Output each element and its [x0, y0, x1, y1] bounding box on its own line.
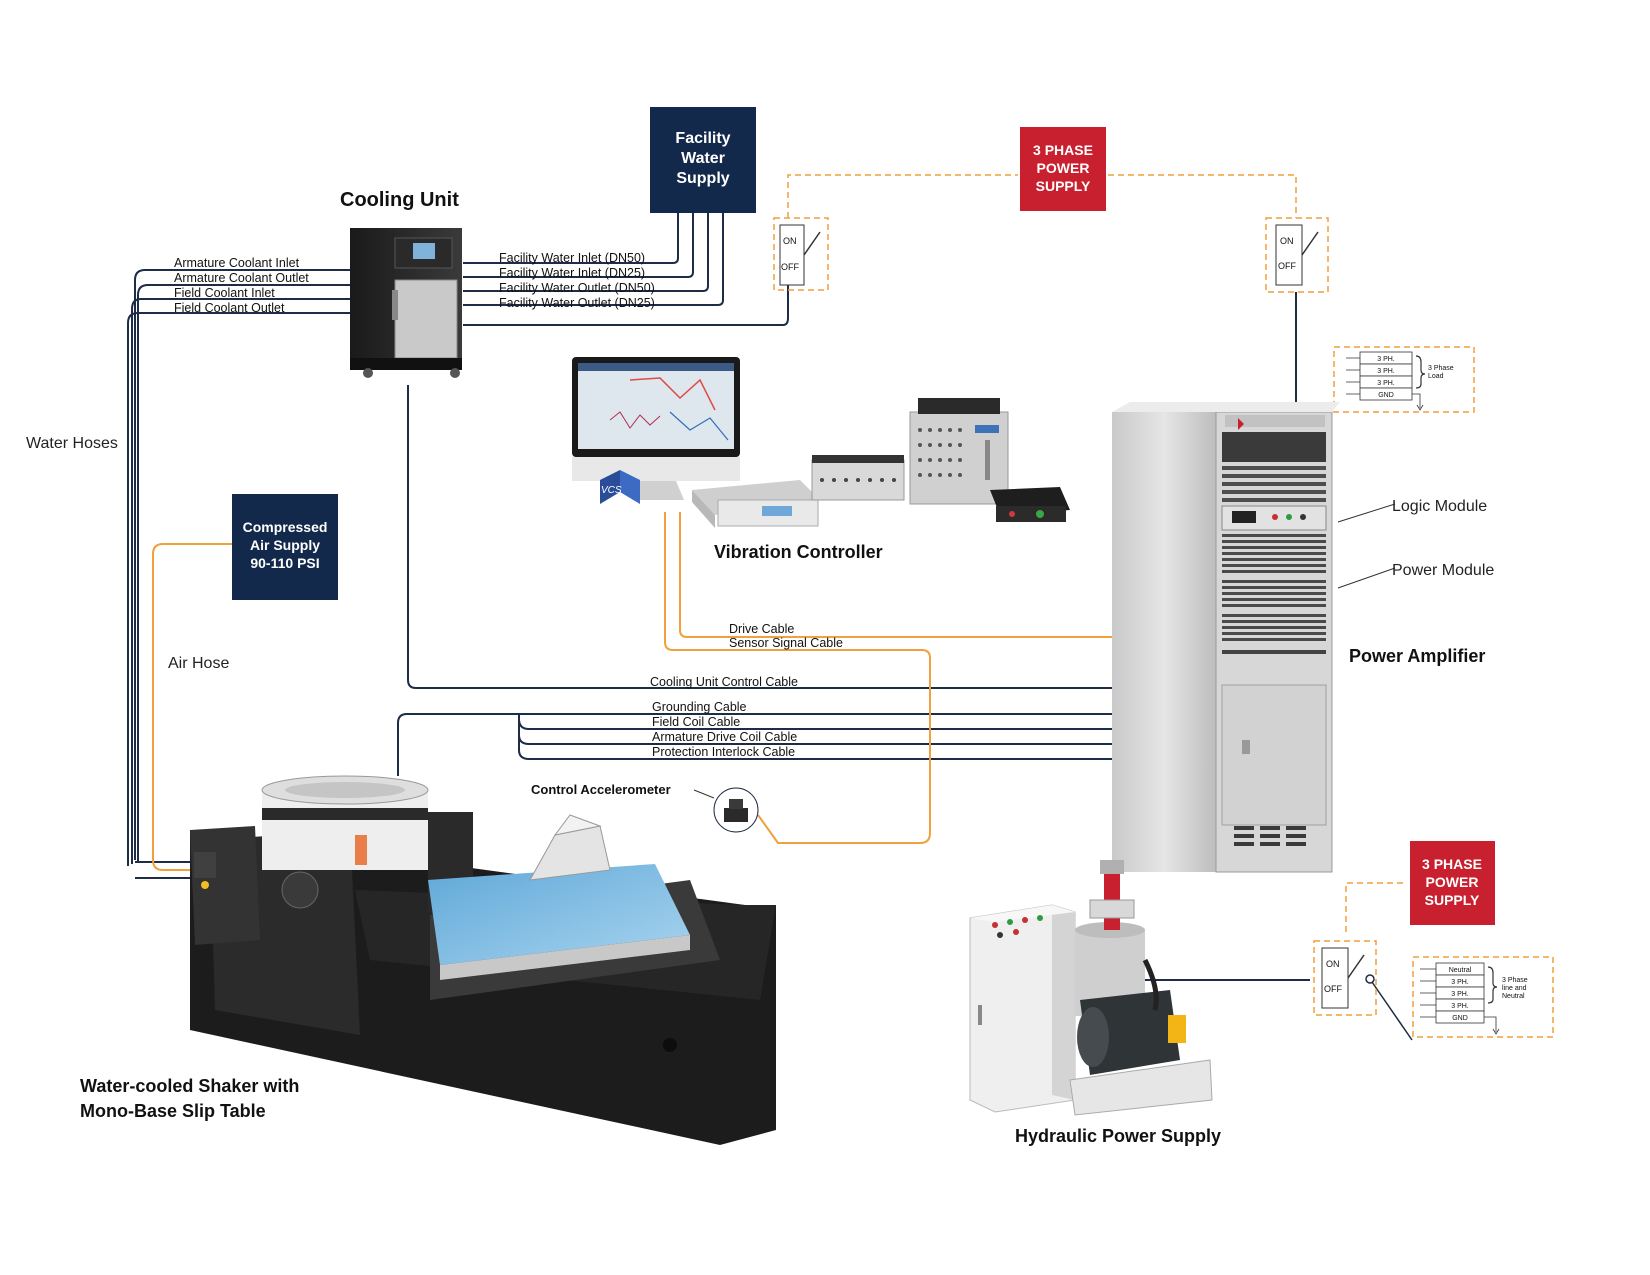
svg-text:3 PH.: 3 PH. [1451, 1003, 1469, 1010]
svg-text:Facility Water Outlet (DN50): Facility Water Outlet (DN50) [499, 281, 655, 295]
svg-text:VCS: VCS [601, 485, 622, 496]
svg-text:Neutral: Neutral [1449, 967, 1472, 974]
svg-text:SUPPLY: SUPPLY [1036, 178, 1091, 194]
svg-text:Water: Water [681, 150, 725, 167]
air-hose-label: Air Hose [168, 655, 229, 672]
cooling-control-cable [407, 385, 1112, 689]
shaker-title-line1: Water-cooled Shaker with [80, 1076, 299, 1096]
svg-text:3 Phase: 3 Phase [1502, 977, 1528, 984]
hydraulic-title: Hydraulic Power Supply [1015, 1126, 1221, 1146]
facility-water-supply-box: Facility Water Supply [650, 107, 756, 213]
facility-line-labels: Facility Water Inlet (DN50) Facility Wat… [499, 251, 655, 310]
svg-text:POWER: POWER [1037, 160, 1090, 176]
control-accelerometer [693, 787, 759, 833]
svg-text:Load: Load [1428, 373, 1444, 380]
power-module-label: Power Module [1392, 562, 1494, 579]
svg-text:3 PH.: 3 PH. [1377, 380, 1395, 387]
svg-text:Armature Coolant Outlet: Armature Coolant Outlet [174, 271, 309, 285]
three-phase-load-top: 3 PH. 3 PH. 3 PH. GND 3 Phase Load [1346, 351, 1454, 411]
svg-text:ON: ON [1280, 236, 1294, 246]
control-accelerometer-label: Control Accelerometer [531, 782, 671, 797]
svg-text:Neutral: Neutral [1502, 993, 1525, 1000]
svg-text:3 Phase: 3 Phase [1428, 365, 1454, 372]
svg-text:ON: ON [1326, 959, 1340, 969]
vibration-controller-hardware [692, 398, 1070, 528]
svg-text:Armature Drive Coil Cable: Armature Drive Coil Cable [652, 730, 797, 744]
power-amplifier-title: Power Amplifier [1349, 646, 1485, 666]
svg-text:3 PHASE: 3 PHASE [1422, 856, 1482, 872]
cable-labels: Drive Cable Sensor Signal Cable Cooling … [650, 622, 843, 759]
vibration-controller-title: Vibration Controller [714, 542, 883, 562]
water-cooled-shaker [190, 775, 776, 1145]
svg-text:3 PHASE: 3 PHASE [1033, 142, 1093, 158]
switch-top-left[interactable]: ON OFF [779, 224, 821, 286]
svg-text:3 PH.: 3 PH. [1377, 356, 1395, 363]
svg-text:Protection Interlock Cable: Protection Interlock Cable [652, 745, 795, 759]
shaker-title-line2: Mono-Base Slip Table [80, 1101, 266, 1121]
logic-module-leader [1337, 503, 1396, 523]
svg-text:SUPPLY: SUPPLY [1425, 892, 1480, 908]
power-amplifier [1112, 402, 1340, 873]
svg-text:Drive Cable: Drive Cable [729, 622, 794, 636]
three-phase-power-supply-top: 3 PHASE POWER SUPPLY [1020, 127, 1106, 211]
coolant-line-labels: Armature Coolant Inlet Armature Coolant … [174, 256, 309, 315]
shaker-cables [397, 713, 1112, 776]
svg-text:OFF: OFF [1278, 261, 1296, 271]
svg-text:Field Coolant Inlet: Field Coolant Inlet [174, 286, 275, 300]
compressed-air-supply-box: Compressed Air Supply 90-110 PSI [232, 494, 338, 600]
svg-text:OFF: OFF [1324, 984, 1342, 994]
vcs-logo: VCS [600, 470, 640, 504]
svg-text:GND: GND [1452, 1015, 1468, 1022]
svg-text:Field Coolant Outlet: Field Coolant Outlet [174, 301, 285, 315]
svg-text:Facility Water Inlet (DN50): Facility Water Inlet (DN50) [499, 251, 645, 265]
svg-text:Air Supply: Air Supply [250, 537, 320, 553]
svg-text:Facility Water Inlet (DN25): Facility Water Inlet (DN25) [499, 266, 645, 280]
coolant-lines [127, 269, 350, 879]
svg-text:Cooling Unit Control Cable: Cooling Unit Control Cable [650, 675, 798, 689]
svg-text:OFF: OFF [781, 262, 799, 272]
water-hoses-label: Water Hoses [26, 435, 118, 452]
svg-text:Compressed: Compressed [243, 519, 328, 535]
svg-text:Field Coil Cable: Field Coil Cable [652, 715, 740, 729]
svg-text:3 PH.: 3 PH. [1377, 368, 1395, 375]
power-module-leader [1337, 567, 1396, 589]
svg-text:POWER: POWER [1426, 874, 1479, 890]
switch-hydraulic[interactable]: ON OFF [1321, 947, 1365, 1009]
svg-text:Facility Water Outlet (DN25): Facility Water Outlet (DN25) [499, 296, 655, 310]
svg-text:ON: ON [783, 236, 797, 246]
three-phase-power-supply-bottom: 3 PHASE POWER SUPPLY [1410, 841, 1495, 925]
svg-text:line and: line and [1502, 985, 1527, 992]
svg-text:Grounding Cable: Grounding Cable [652, 700, 747, 714]
facility-water-lines [463, 213, 789, 326]
svg-text:GND: GND [1378, 392, 1394, 399]
svg-text:Armature Coolant Inlet: Armature Coolant Inlet [174, 256, 300, 270]
dashed-power-lines [773, 174, 1554, 1038]
logic-module-label: Logic Module [1392, 498, 1487, 515]
vibration-controller-monitor [572, 357, 740, 500]
svg-text:Supply: Supply [676, 170, 729, 187]
three-phase-load-bottom: Neutral 3 PH. 3 PH. 3 PH. GND 3 Phase li… [1420, 962, 1528, 1035]
svg-text:3 PH.: 3 PH. [1451, 991, 1469, 998]
hydraulic-power-supply [969, 860, 1213, 1116]
switch-top-right[interactable]: ON OFF [1275, 224, 1319, 286]
cooling-unit-title: Cooling Unit [340, 189, 459, 211]
svg-text:Facility: Facility [675, 130, 730, 147]
svg-text:Sensor Signal Cable: Sensor Signal Cable [729, 636, 843, 650]
cooling-unit [350, 228, 462, 378]
svg-text:3 PH.: 3 PH. [1451, 979, 1469, 986]
orange-cables [152, 512, 1112, 871]
svg-text:90-110 PSI: 90-110 PSI [250, 555, 319, 571]
